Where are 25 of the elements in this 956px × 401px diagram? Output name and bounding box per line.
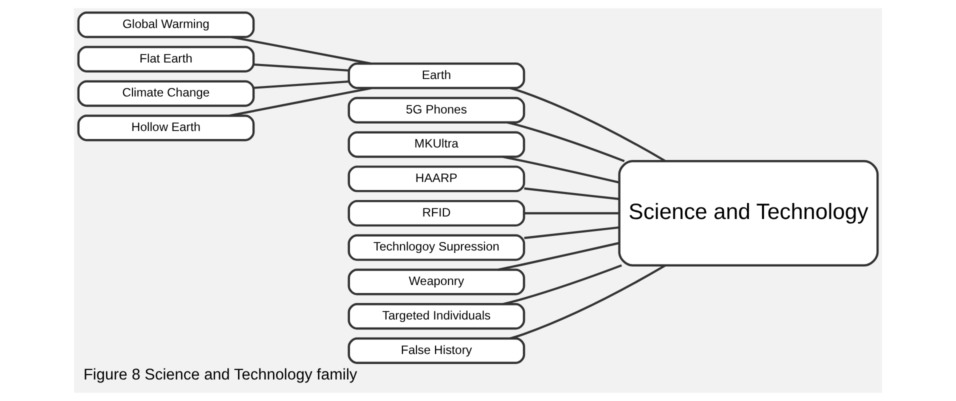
node-box: Science and Technology: [618, 160, 879, 266]
node-box: Flat Earth: [77, 46, 255, 72]
connector: [254, 80, 349, 89]
connector: [524, 187, 620, 200]
caption: Figure 8 Science and Technology family: [83, 366, 358, 384]
node-box: Weaponry: [348, 268, 526, 296]
connector: [524, 226, 620, 240]
node-box: Climate Change: [77, 80, 255, 107]
node-box: False History: [348, 337, 526, 364]
node-box: Targeted Individuals: [348, 303, 526, 330]
connector: [254, 63, 349, 72]
node-box: MKUltra: [348, 131, 526, 158]
connector: [230, 86, 372, 117]
node-box: Global Warming: [77, 12, 255, 38]
node-box: RFID: [348, 200, 526, 227]
node-box: Hollow Earth: [77, 114, 255, 142]
connector: [510, 264, 666, 340]
node-box: Earth: [348, 62, 526, 90]
connector: [231, 36, 372, 65]
connector: [498, 242, 620, 271]
node-box: 5G Phones: [348, 96, 526, 124]
connector: [524, 212, 620, 214]
node-box: Technlogoy Supression: [348, 234, 526, 261]
node-box: HAARP: [348, 166, 526, 192]
connector: [510, 87, 666, 162]
